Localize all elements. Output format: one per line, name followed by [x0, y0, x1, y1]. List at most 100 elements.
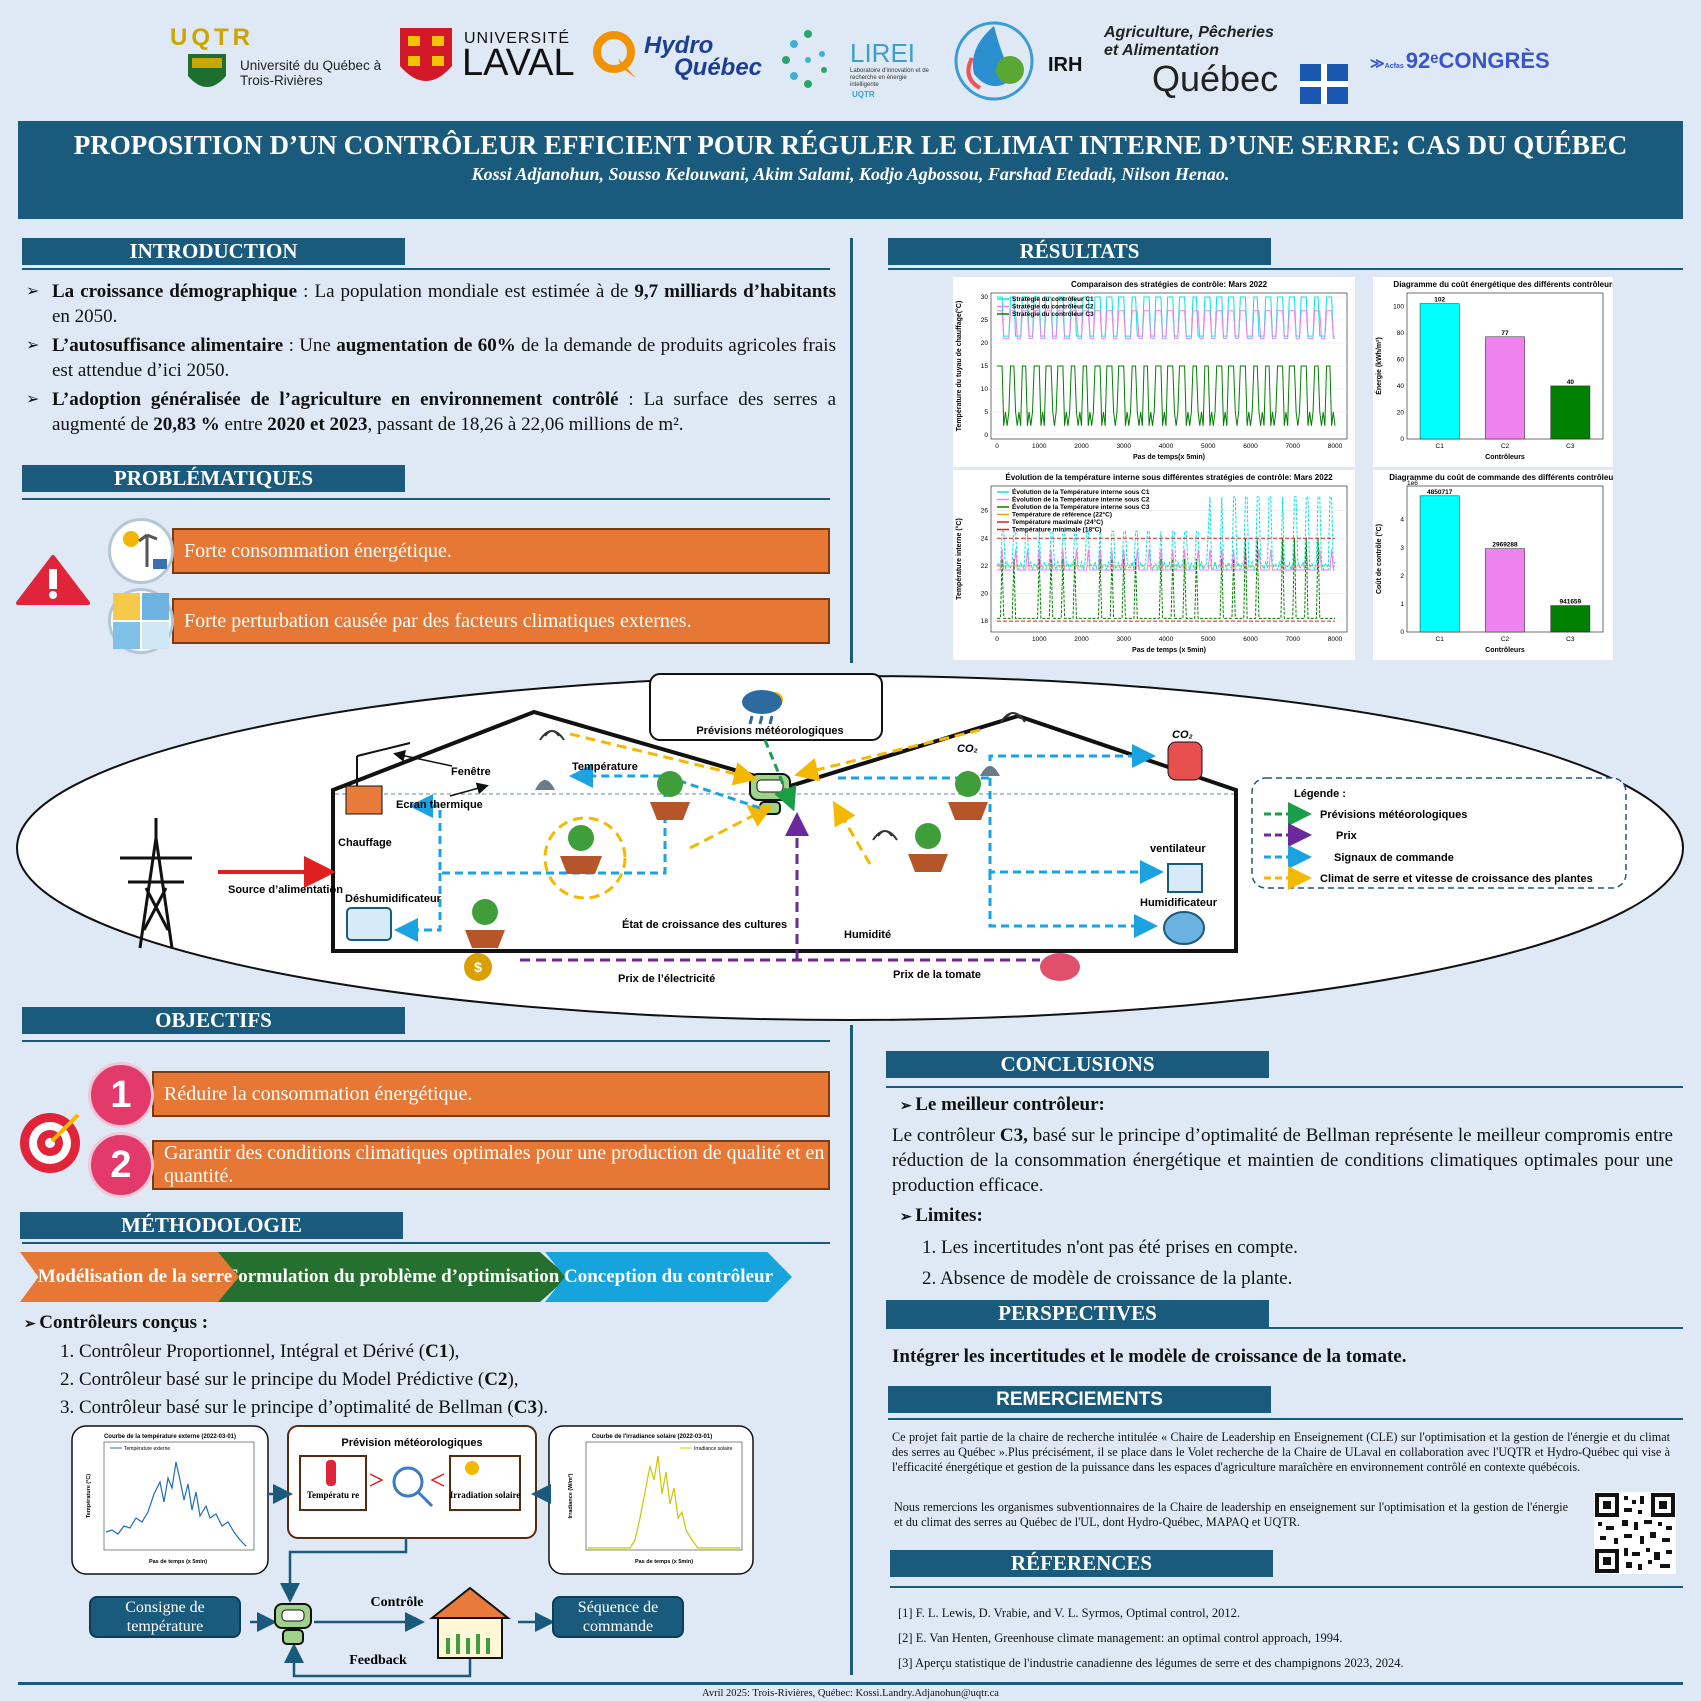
thermometer-icon	[326, 1460, 336, 1486]
legend-label: Température maximale (24°C)	[1012, 518, 1103, 526]
introduction-heading: INTRODUCTION	[22, 238, 405, 265]
co2-tank-icon	[1167, 741, 1203, 781]
legend-label: Température de référence (22°C)	[1012, 511, 1112, 519]
y-tick-label: 20	[981, 591, 989, 598]
label-humidificateur: Humidificateur	[1140, 897, 1218, 909]
laval-crest-icon	[400, 28, 452, 81]
chart-title: Diagramme du coût énergétique des différ…	[1393, 280, 1613, 289]
x-tick-label: C2	[1501, 443, 1510, 450]
y-tick-label: 2	[1400, 573, 1404, 580]
legend-title: Légende :	[1294, 788, 1346, 800]
y-tick-label: 24	[981, 535, 989, 542]
prob-rule	[22, 498, 830, 500]
resultats-heading: RÉSULTATS	[888, 238, 1271, 265]
y-tick-label: 40	[1397, 383, 1405, 390]
step-formulation: Formulation du problème d’optimisation	[218, 1252, 568, 1302]
objectifs-heading: OBJECTIFS	[22, 1007, 405, 1034]
footer: Avril 2025: Trois-Rivières, Québec: Koss…	[702, 1688, 999, 1699]
label-etat-croissance: État de croissance des cultures	[622, 918, 787, 931]
limite-1: 1. Les incertitudes n'ont pas été prises…	[922, 1237, 1298, 1258]
co2-sensor-icon	[1000, 712, 1026, 723]
y-tick-label: 30	[981, 294, 989, 301]
conclusions-heading: CONCLUSIONS	[886, 1051, 1269, 1078]
x-tick-label: 2000	[1074, 443, 1089, 450]
mini-temp-line	[105, 1461, 247, 1547]
y-axis-label: Énergie (kWh/m²)	[1374, 337, 1383, 395]
energy-icon	[108, 518, 174, 584]
step-conception: Conception du contrôleur	[545, 1252, 792, 1302]
irh-globe-icon	[954, 21, 1034, 101]
fleurdelise-icon	[1300, 64, 1348, 104]
controllers-list: ➢ Contrôleurs conçus : 1. Contrôleur Pro…	[24, 1310, 824, 1420]
analysis-icon	[392, 1466, 424, 1498]
references-rule	[890, 1586, 1683, 1588]
objective-2: Garantir des conditions climatiques opti…	[152, 1140, 830, 1190]
bar-value-label: 2969288	[1492, 542, 1518, 549]
remerciements-p1: Ce projet fait partie de la chaire de re…	[892, 1430, 1670, 1474]
x-tick-label: C3	[1566, 636, 1575, 643]
tomato-icon	[1040, 953, 1080, 981]
x-tick-label: 3000	[1117, 636, 1132, 643]
bar-value-label: 102	[1434, 297, 1445, 304]
label-source: Source d’alimentation	[228, 884, 343, 896]
irh-logo: IRH	[952, 18, 1082, 109]
y-tick-label: 0	[984, 432, 988, 439]
x-tick-label: 6000	[1243, 636, 1258, 643]
chart-title: Comparaison des stratégies de contrôle: …	[1071, 280, 1268, 289]
reference-1: [1] F. L. Lewis, D. Vrabie, and V. L. Sy…	[898, 1606, 1240, 1620]
limites-title: Limites:	[915, 1205, 983, 1226]
qr-code-icon	[1594, 1492, 1676, 1574]
greenhouse-outline	[331, 709, 1238, 953]
chart-strategies: Comparaison des stratégies de contrôle: …	[953, 277, 1355, 467]
series-line-3	[997, 538, 1335, 619]
label-temperature: Température	[572, 761, 638, 773]
x-tick-label: C1	[1436, 443, 1445, 450]
label-chauffage: Chauffage	[338, 837, 392, 849]
bar-value-label: 77	[1501, 330, 1509, 337]
legend-label: Stratégie du contrôleur C3	[1012, 311, 1094, 318]
y-tick-label: 1	[1400, 601, 1404, 608]
x-tick-label: 5000	[1201, 636, 1216, 643]
plant-pot-icons	[465, 771, 988, 948]
x-tick-label: 0	[995, 636, 999, 643]
warning-icon	[16, 555, 90, 605]
perspectives-heading: PERSPECTIVES	[886, 1300, 1269, 1327]
chart-internal-temp: Évolution de la température interne sous…	[953, 470, 1355, 660]
y-tick-label: 20	[981, 340, 989, 347]
prevision-temp-label: Températu re	[307, 1490, 359, 1500]
x-tick-label: C1	[1436, 636, 1445, 643]
introduction-bullets: La croissance démographique : La populat…	[22, 279, 836, 441]
chart-energy-cost: Diagramme du coût énergétique des différ…	[1373, 277, 1617, 467]
method-flow-diagram: Courbe de la température externe (2022-0…	[71, 1425, 754, 1678]
legend-label: Stratégie du contrôleur C1	[1012, 296, 1094, 303]
bar-C2	[1485, 336, 1525, 440]
x-tick-label: 3000	[1117, 443, 1132, 450]
label-deshumidificateur: Déshumidificateur	[345, 893, 442, 905]
methodologie-rule	[22, 1242, 830, 1244]
x-tick-label: 4000	[1159, 443, 1174, 450]
prevision-irr-label: Irradiation solaire	[450, 1490, 521, 1500]
y-tick-label: 80	[1397, 330, 1405, 337]
uqtr-crest-icon	[188, 54, 226, 87]
y-axis-label: Température du tuyau de chauffage(°C)	[955, 301, 963, 432]
x-tick-label: 8000	[1328, 443, 1343, 450]
column-divider-bottom	[850, 1025, 853, 1675]
conclusions-rule	[886, 1086, 1683, 1088]
y-tick-label: 5	[984, 409, 988, 416]
legend-label: Évolution de la Température interne sous…	[1012, 495, 1150, 504]
cloud-rain-icon	[742, 690, 783, 725]
y-tick-label: 20	[1397, 409, 1405, 416]
label-prix-tomate: Prix de la tomate	[893, 969, 981, 981]
heater-icon	[345, 785, 383, 815]
intro-bullet-2: L’autosuffisance alimentaire : Une augme…	[22, 333, 836, 383]
lirei-dots-icon	[782, 30, 827, 88]
greenhouse-icon	[429, 1586, 511, 1659]
y-tick-label: 4	[1400, 517, 1404, 524]
mini-irr-legend: Irradiance solaire	[694, 1446, 733, 1452]
series-line-2	[997, 310, 1335, 339]
step-modelisation: Modélisation de la serre	[20, 1252, 250, 1302]
mini-irr-line	[588, 1455, 740, 1549]
x-tick-label: C3	[1566, 443, 1575, 450]
mini-irr-title: Courbe de l'irradiance solaire (2022-03-…	[592, 1434, 712, 1440]
objective-1: Réduire la consommation énergétique.	[152, 1071, 830, 1117]
